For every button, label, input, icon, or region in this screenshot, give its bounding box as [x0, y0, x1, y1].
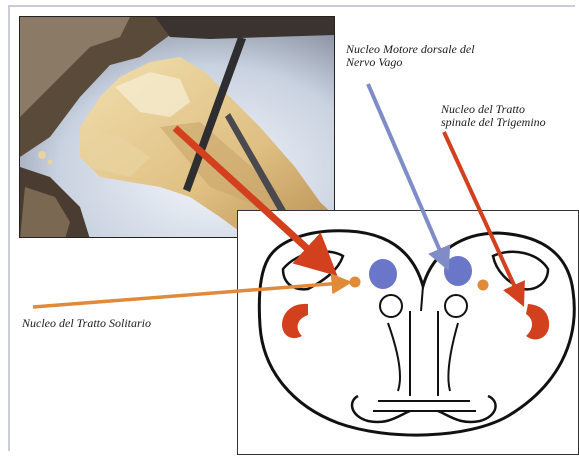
- nucleus-solitario-right: [478, 280, 489, 291]
- nucleus-vago-left: [369, 259, 397, 289]
- medulla-outline: [259, 231, 574, 435]
- brainstem-photo: [19, 16, 335, 238]
- nucleus-vago-right: [444, 256, 472, 286]
- label-trigemino: Nucleo del Tratto spinale del Trigemino: [441, 103, 546, 129]
- nucleus-ipoglosso-right: [445, 295, 467, 317]
- label-solitario: Nucleo del Tratto Solitario: [22, 317, 151, 330]
- label-vago: Nucleo Motore dorsale del Nervo Vago: [346, 43, 475, 69]
- nucleus-solitario-left: [350, 277, 361, 288]
- nucleus-ipoglosso-left: [380, 295, 402, 317]
- label-vago-line2: Nervo Vago: [346, 56, 475, 69]
- label-trig-line2: spinale del Trigemino: [441, 116, 546, 129]
- brainstem-section-diagram: [237, 210, 579, 455]
